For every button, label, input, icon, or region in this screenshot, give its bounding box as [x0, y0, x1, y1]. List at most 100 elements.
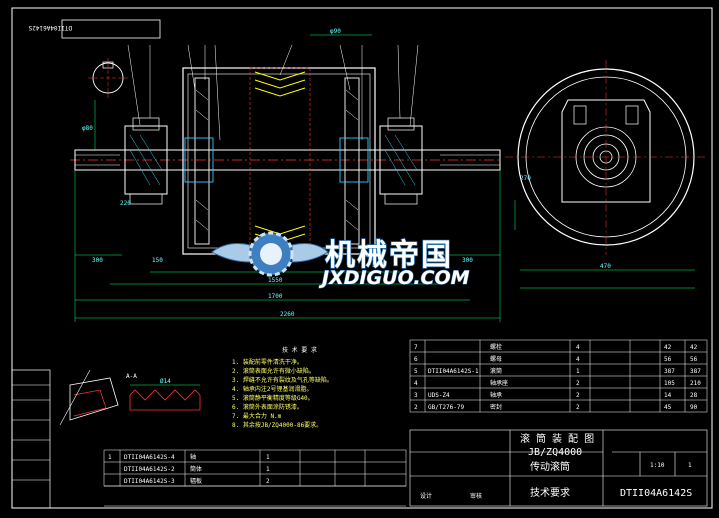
svg-text:2: 2 [576, 380, 580, 387]
svg-text:轴: 轴 [190, 453, 196, 461]
svg-text:2: 2 [266, 478, 270, 485]
title-checker: 审核 [470, 492, 482, 500]
title-sheet: 1 [688, 462, 692, 469]
title-drawing-number: DTII04A6142S [620, 488, 692, 499]
dimension-lines [74, 34, 501, 322]
svg-text:42: 42 [690, 344, 698, 351]
svg-text:4. 轴承内注2号锂基润滑脂。: 4. 轴承内注2号锂基润滑脂。 [232, 385, 312, 393]
roller-side-view: 270 470 [505, 60, 706, 289]
dim-hub: 220 [120, 200, 131, 207]
svg-text:螺母: 螺母 [490, 355, 502, 363]
svg-text:6. 滚筒外表面涂防锈漆。: 6. 滚筒外表面涂防锈漆。 [232, 403, 303, 411]
dim-left-ext: 300 [92, 257, 103, 264]
title-unit: 滚 筒 装 配 图 [520, 432, 594, 445]
title-block [104, 429, 708, 507]
hub-left [184, 137, 214, 183]
svg-text:DTII04A6142S-4: DTII04A6142S-4 [124, 454, 175, 461]
svg-text:387: 387 [690, 368, 701, 375]
watermark-en: JXDIGUO.COM [318, 267, 470, 289]
side-bearing-block [561, 99, 651, 203]
technical-notes: 技 术 要 求 1. 装配前零件清洗干净。 2. 滚筒表面允许有微小缺陷。 3.… [232, 346, 333, 429]
svg-text:2. 滚筒表面允许有微小缺陷。: 2. 滚筒表面允许有微小缺陷。 [232, 367, 315, 375]
svg-text:14: 14 [664, 392, 672, 399]
svg-text:1: 1 [266, 466, 270, 473]
svg-text:4: 4 [414, 380, 418, 387]
svg-text:387: 387 [664, 368, 675, 375]
shaft [74, 149, 501, 171]
svg-text:7: 7 [414, 344, 418, 351]
dim-right-ext: 300 [462, 257, 473, 264]
dim-left-ext-2: 150 [152, 257, 163, 264]
svg-text:密封: 密封 [490, 403, 502, 411]
parts-left-rows: 1 DTII04A6142S-4 轴 1 DTII04A6142S-2 筒体 1… [108, 453, 270, 485]
title-designer: 设计 [420, 492, 432, 500]
svg-text:6: 6 [414, 356, 418, 363]
svg-text:轴承座: 轴承座 [490, 379, 508, 387]
svg-text:90: 90 [690, 404, 698, 411]
svg-text:270: 270 [520, 175, 531, 182]
svg-text:56: 56 [664, 356, 672, 363]
svg-text:1. 装配前零件清洗干净。: 1. 装配前零件清洗干净。 [232, 358, 303, 366]
svg-text:UDS-Z4: UDS-Z4 [428, 392, 450, 399]
svg-text:轴承: 轴承 [490, 391, 502, 399]
keyway-detail [88, 58, 128, 98]
svg-text:8. 其余按JB/ZQ4000-86要求。: 8. 其余按JB/ZQ4000-86要求。 [232, 421, 322, 429]
title-standard: JB/ZQ4000 [528, 447, 582, 458]
svg-text:GB/T276-79: GB/T276-79 [428, 404, 465, 411]
svg-text:28: 28 [690, 392, 698, 399]
parts-right-rows: 7 螺栓 4 42 42 6 螺母 4 56 56 5 DTII04A6142S… [414, 343, 701, 411]
title-material: 技术要求 [530, 486, 570, 499]
svg-text:4: 4 [576, 356, 580, 363]
svg-text:3: 3 [414, 392, 418, 399]
svg-text:A-A: A-A [126, 373, 137, 380]
code-stamp-box [61, 19, 161, 39]
wing-right-icon [291, 243, 329, 263]
svg-text:5. 滚筒静平衡精度等级G40。: 5. 滚筒静平衡精度等级G40。 [232, 394, 314, 402]
parts-list-right [409, 339, 708, 413]
svg-text:1: 1 [576, 368, 580, 375]
svg-text:DTII04A6142S-2: DTII04A6142S-2 [124, 466, 175, 473]
svg-text:1: 1 [108, 454, 112, 461]
left-margin-strip [11, 369, 51, 509]
part-balloons [127, 44, 419, 141]
svg-text:42: 42 [664, 344, 672, 351]
parts-list-left [103, 449, 407, 487]
svg-text:2: 2 [576, 404, 580, 411]
dim-shaft: φ80 [82, 125, 93, 132]
end-disc-left [194, 77, 210, 245]
svg-text:105: 105 [664, 380, 675, 387]
svg-text:470: 470 [600, 263, 611, 270]
drawing-frame [11, 7, 713, 509]
svg-text:辐板: 辐板 [190, 477, 202, 485]
watermark-logo: 机械帝国 JXDIGUO.COM [211, 231, 470, 290]
lagging-detail: A-A Ø14 [59, 369, 201, 426]
svg-text:5: 5 [414, 368, 418, 375]
svg-text:1: 1 [266, 454, 270, 461]
svg-text:筒体: 筒体 [190, 465, 202, 473]
svg-text:滚筒: 滚筒 [490, 367, 502, 375]
title-part: 传动滚筒 [530, 460, 570, 473]
notes-heading: 技 术 要 求 [282, 346, 317, 354]
hub-right [339, 137, 369, 183]
svg-text:Ø14: Ø14 [160, 378, 171, 385]
svg-text:4: 4 [576, 344, 580, 351]
dim-bore: φ90 [330, 28, 341, 35]
svg-text:螺栓: 螺栓 [490, 343, 502, 351]
dim-inner-2: 1550 [268, 277, 283, 284]
chevron-lagging-top [254, 71, 306, 97]
title-scale: 1:10 [650, 462, 665, 469]
svg-text:DTII04A6142S-3: DTII04A6142S-3 [124, 478, 175, 485]
svg-text:3. 焊缝不允许有裂纹及气孔等缺陷。: 3. 焊缝不允许有裂纹及气孔等缺陷。 [232, 376, 333, 384]
svg-text:56: 56 [690, 356, 698, 363]
watermark-cn: 机械帝国 [325, 238, 453, 273]
end-disc-right [344, 77, 360, 245]
svg-text:7. 最大合力 N.m: 7. 最大合力 N.m [232, 412, 282, 420]
dim-overall: 2260 [280, 311, 295, 318]
svg-text:2: 2 [576, 392, 580, 399]
svg-text:DTII04A6142S-1: DTII04A6142S-1 [428, 368, 479, 375]
svg-text:2: 2 [414, 404, 418, 411]
svg-text:45: 45 [664, 404, 672, 411]
dim-inner-1: 1700 [268, 293, 283, 300]
svg-text:210: 210 [690, 380, 701, 387]
